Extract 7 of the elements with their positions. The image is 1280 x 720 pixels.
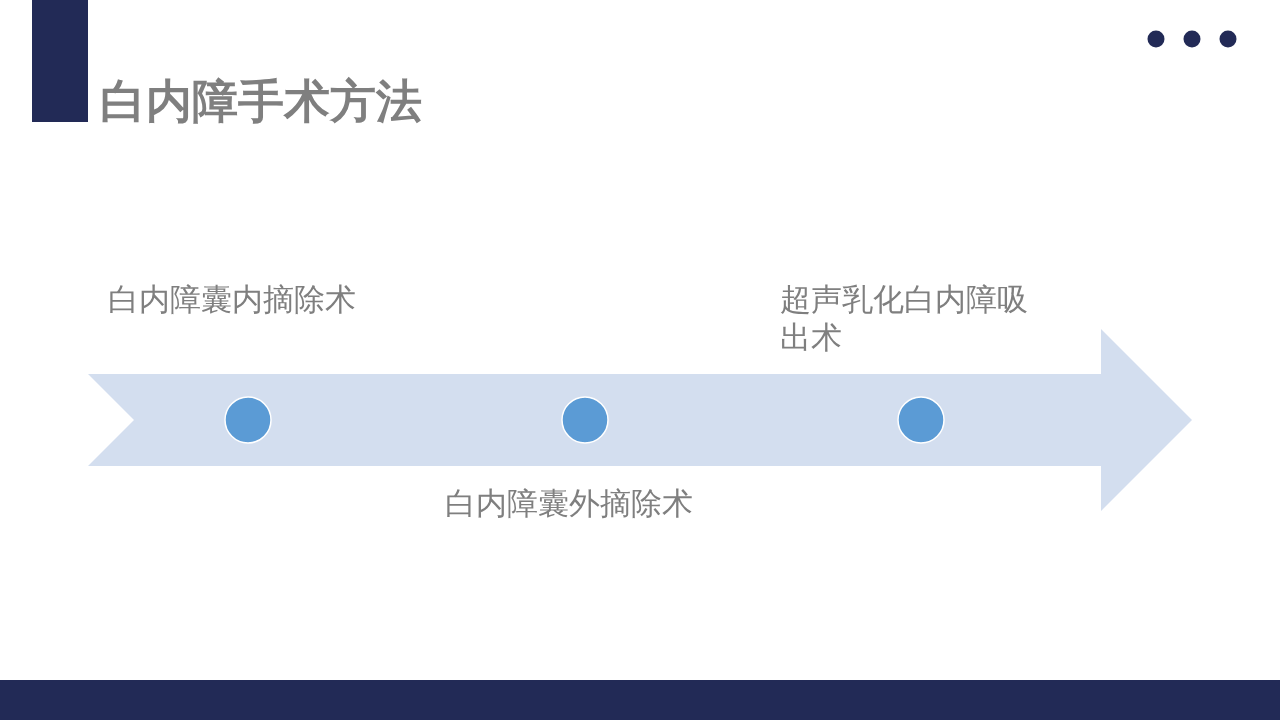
milestone-marker (561, 396, 609, 444)
slide-title: 白内障手术方法 (100, 74, 422, 130)
milestone-marker (224, 396, 272, 444)
milestone-label: 超声乳化白内障吸出术 (780, 280, 1029, 356)
milestone-label: 白内障囊外摘除术 (445, 484, 693, 522)
milestone-label: 白内障囊内摘除术 (108, 280, 356, 318)
milestone-marker (897, 396, 945, 444)
